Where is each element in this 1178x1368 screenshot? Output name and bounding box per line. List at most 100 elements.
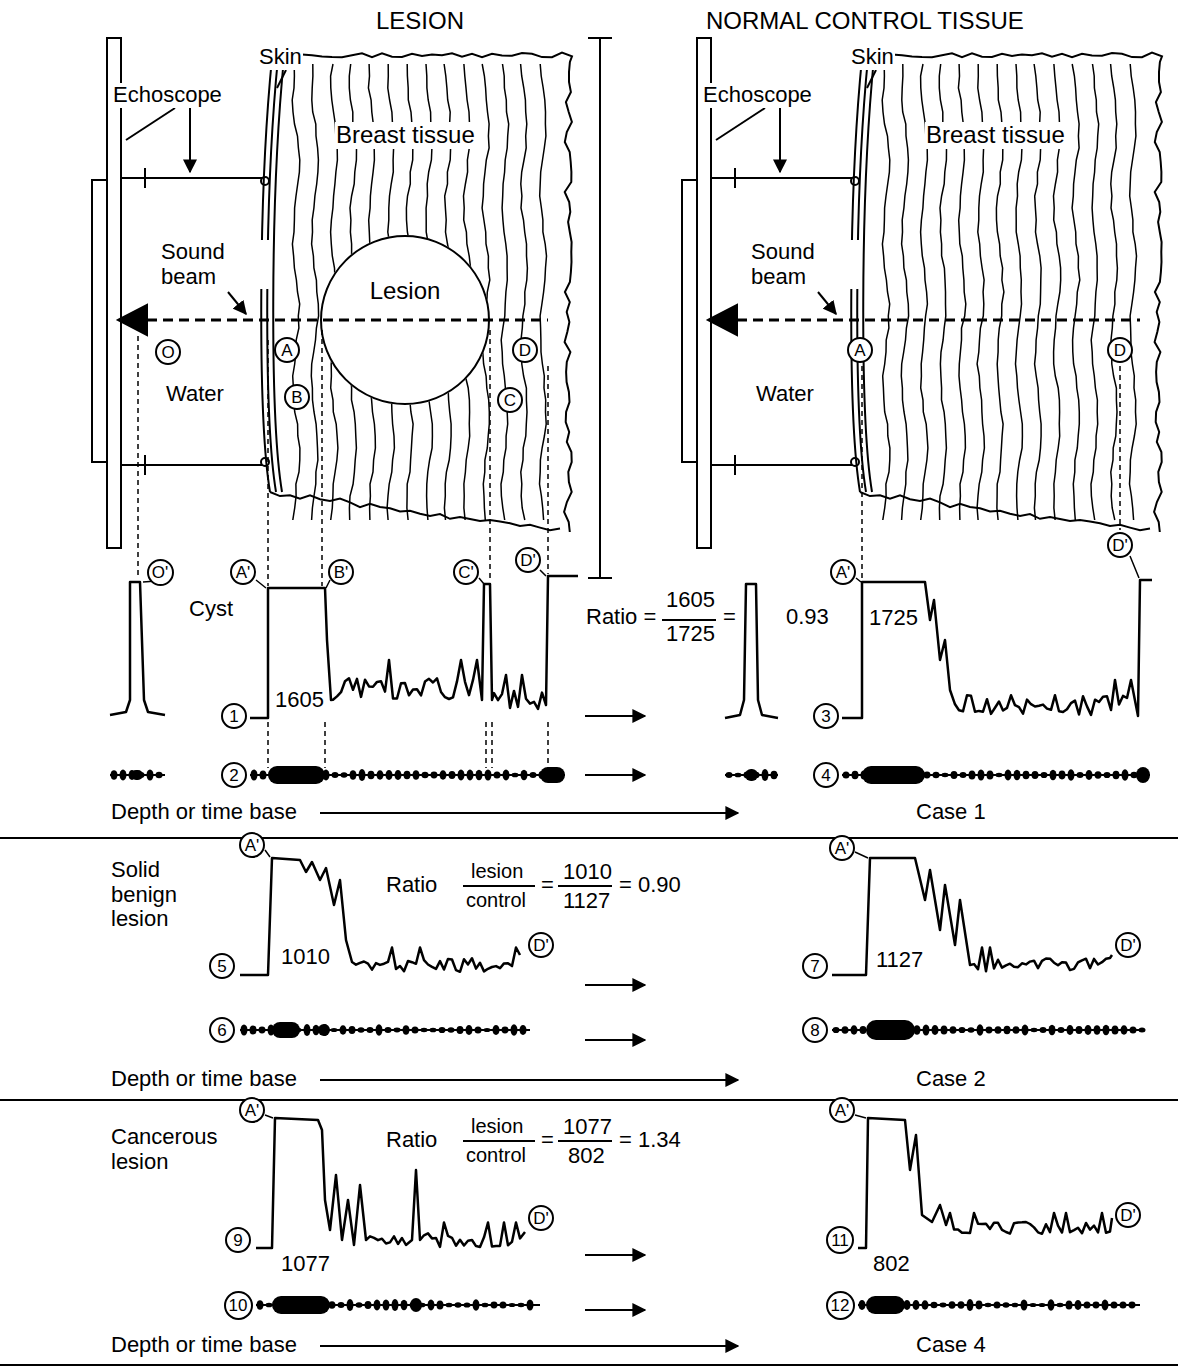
text-label: Skin [258, 45, 303, 70]
text-label: Water [755, 382, 815, 407]
echo-dot [341, 772, 348, 777]
echo-dot [1103, 1025, 1110, 1035]
callout-circle: 12 [826, 1291, 855, 1320]
callout-circle: D [512, 337, 538, 363]
callout-letter: A' [835, 1102, 850, 1119]
echo-dot [771, 771, 778, 779]
echo-dot [394, 1028, 401, 1033]
echo-dot [933, 772, 940, 778]
text-label: Echoscope [702, 83, 813, 108]
misc-lines [0, 38, 1178, 1365]
echo-dot [1130, 1026, 1137, 1033]
callout-letter: 12 [831, 1297, 850, 1314]
lesion-circle: Lesion [320, 235, 490, 405]
echo-dot [403, 1025, 410, 1035]
text-label: Case 2 [915, 1067, 987, 1092]
callout-circle: 8 [802, 1017, 828, 1043]
echo-dot [518, 1303, 525, 1307]
lesion-label: Lesion [370, 279, 441, 303]
echo-band [866, 1020, 915, 1040]
echo-dot [922, 1300, 929, 1309]
callout-letter: C [504, 392, 516, 409]
echo-dot [395, 770, 402, 780]
echo-dot [412, 1026, 419, 1033]
echo-dot [331, 1028, 338, 1032]
fraction-bar [463, 620, 716, 1141]
echo-pulse [110, 582, 165, 715]
callout-letter: 7 [810, 958, 819, 975]
callout-circle: D' [528, 1205, 554, 1231]
b-mode-row [725, 769, 778, 781]
echo-dot [147, 770, 154, 781]
callout-letter: O' [152, 564, 168, 581]
echo-dot [473, 1299, 480, 1311]
text-label: Echoscope [112, 83, 223, 108]
text-label: 802 [872, 1252, 911, 1277]
echo-dot [241, 1024, 248, 1035]
echo-dot [530, 772, 537, 778]
echo-dot [1050, 770, 1057, 780]
skin-line [273, 58, 284, 492]
callout-letter: D' [533, 937, 549, 954]
callout-circle: A' [239, 1097, 265, 1123]
echo-dot [1111, 1302, 1118, 1309]
callout-letter: B' [334, 564, 349, 581]
callout-circle: 4 [813, 762, 839, 788]
echo-band [131, 770, 143, 780]
text-label: Solid benign lesion [110, 858, 212, 932]
callout-leader [143, 556, 1139, 1118]
callout-circle: C [497, 387, 523, 413]
echo-dot [726, 772, 733, 778]
echo-dot [923, 1024, 930, 1035]
echo-dot [1077, 772, 1084, 778]
echo-dot [1120, 1302, 1127, 1309]
echo-dot [431, 772, 438, 779]
echo-dot [1040, 1027, 1047, 1033]
echo-dot [950, 1026, 957, 1034]
echo-dot [1095, 771, 1102, 778]
echo-dot [520, 1025, 527, 1035]
echo-dot [994, 1302, 1001, 1309]
echo-dot [392, 1299, 399, 1311]
echo-dot [852, 771, 859, 780]
b-mode-row [842, 766, 1150, 784]
echo-dot [430, 1028, 437, 1033]
echo-dot [304, 1024, 311, 1036]
callout-letter: 3 [821, 708, 830, 725]
echo-dot [1066, 1300, 1073, 1309]
text-label: 1077 [562, 1115, 613, 1140]
echo-dot [457, 1026, 464, 1034]
echo-dot [512, 773, 519, 778]
transducer [118, 305, 147, 335]
callout-circle: A' [239, 832, 265, 858]
echo-band [862, 766, 925, 784]
echo-dot [485, 770, 492, 781]
callout-letter: A' [835, 840, 850, 857]
echo-dot [1122, 769, 1129, 781]
text-label: Ratio [385, 1128, 438, 1153]
echo-dot [1094, 1025, 1101, 1035]
text-label: Depth or time base [110, 800, 298, 825]
text-label: Case 1 [915, 800, 987, 825]
echo-dot [1121, 1025, 1128, 1034]
echo-dot [1012, 1303, 1019, 1308]
callout-circle: 11 [826, 1226, 854, 1254]
bracket [92, 180, 107, 462]
echo-dot [1085, 1025, 1092, 1035]
echo-dot [502, 1027, 509, 1034]
echo-dot [413, 770, 420, 780]
callout-circle: 3 [813, 703, 839, 729]
text-label: 802 [567, 1144, 606, 1169]
b-mode-row [240, 1022, 530, 1038]
echo-dot [1139, 1028, 1146, 1033]
tissue-line [540, 64, 547, 520]
callout-letter: A' [245, 1102, 260, 1119]
text-label: lesion [470, 860, 524, 882]
echo-dot [266, 1303, 273, 1308]
callout-circle: O [155, 339, 181, 365]
echo-dot [1013, 1026, 1020, 1034]
text-label: = 0.90 [618, 873, 682, 898]
text-label: 1605 [665, 588, 716, 613]
echo-dot [347, 1299, 354, 1311]
echo-dot [860, 1026, 867, 1034]
